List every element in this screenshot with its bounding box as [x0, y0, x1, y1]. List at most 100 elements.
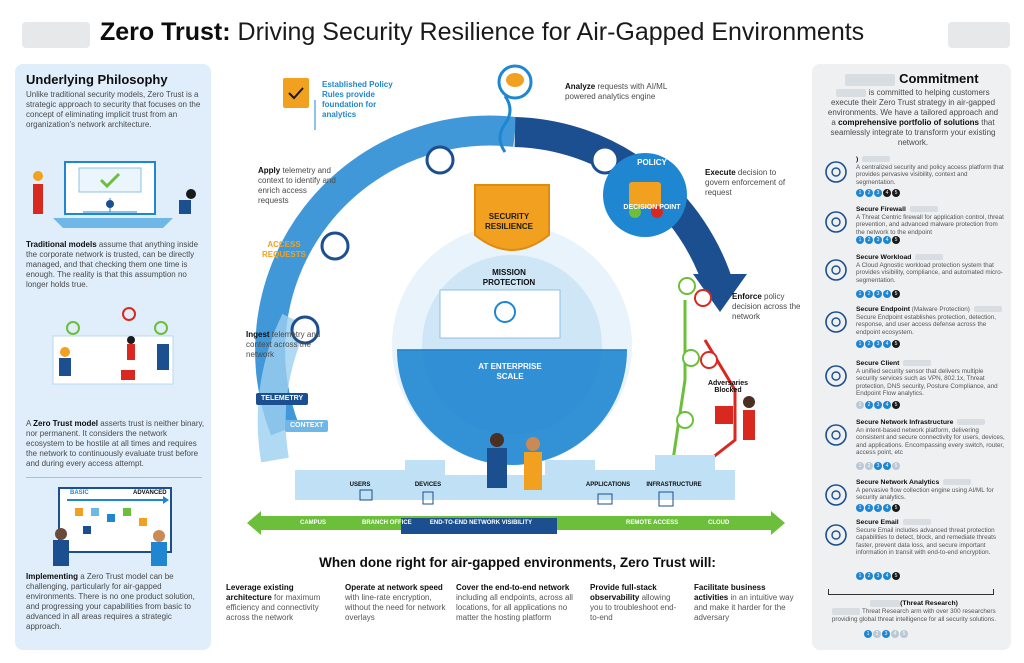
- benefits-title: When done right for air-gapped environme…: [319, 555, 716, 570]
- rating-dot: 3: [874, 504, 882, 512]
- zero-trust-cycle-diagram: [247, 64, 785, 535]
- rating-dot: 5: [892, 290, 900, 298]
- blocked-path: [702, 339, 737, 467]
- logo-redacted-right: [948, 22, 1010, 48]
- implementing-text: Implementing a Zero Trust model can be c…: [26, 572, 195, 631]
- users-icon: [359, 489, 373, 501]
- rating-dot: 1: [856, 462, 864, 470]
- product-description: A Threat Centric firewall for applicatio…: [856, 213, 1004, 236]
- product-description: A unified security sensor that delivers …: [856, 367, 998, 398]
- cycle-arrow-head: [693, 274, 747, 312]
- page-title: Zero Trust: Driving Security Resilience …: [100, 18, 865, 46]
- email-icon: [824, 523, 848, 547]
- rating-dot: 3: [874, 236, 882, 244]
- product-description: A Cloud Agnostic workload protection sys…: [856, 261, 1003, 284]
- threat-research-block: (Threat Research) Threat Research arm wi…: [831, 600, 997, 623]
- apply-label: Apply telemetry and context to identify …: [258, 166, 336, 205]
- commitment-intro: is committed to helping customers execut…: [827, 88, 999, 147]
- refresh-icon-3: [425, 145, 455, 175]
- branch-office-label: BRANCH OFFICE: [362, 520, 412, 526]
- refresh-icon: [320, 231, 350, 261]
- access-requests-label: ACCESS REQUESTS: [261, 240, 306, 259]
- product-description: A centralized security and policy access…: [856, 163, 1004, 186]
- lock-icon: [629, 182, 661, 208]
- enterprise-scale-band: [397, 350, 627, 465]
- rating-dot: 4: [883, 290, 891, 298]
- rating-dot: 4: [883, 189, 891, 197]
- execute-label: Execute decision to govern enforcement o…: [705, 168, 786, 197]
- rating-dot: 2: [865, 189, 873, 197]
- product-description: An intent-based network platform, delive…: [856, 426, 1005, 457]
- rating-dot: 4: [883, 236, 891, 244]
- traditional-network-illustration: [33, 161, 196, 228]
- rating-dot: 2: [865, 572, 873, 580]
- campus-label: CAMPUS: [300, 520, 327, 526]
- established-policy-label: Established Policy Rules provide foundat…: [322, 80, 393, 119]
- analytics-icon: [824, 483, 848, 507]
- workload-icon: [824, 258, 848, 282]
- rating-dot: 5: [892, 340, 900, 348]
- rating-dot: 2: [865, 504, 873, 512]
- adversaries-blocked-label: Adversaries Blocked: [707, 380, 749, 394]
- allowed-path: [668, 300, 687, 481]
- rating-dot: 5: [892, 572, 900, 580]
- zero-trust-network-illustration: [52, 307, 174, 385]
- rating-dot: 4: [883, 572, 891, 580]
- users-label: USERS: [349, 482, 371, 488]
- enterprise-scale-label: AT ENTERPRISE SCALE: [478, 362, 542, 381]
- rating-dot: 5: [892, 401, 900, 409]
- firewall-icon: [824, 210, 848, 234]
- rating-dot: 4: [883, 401, 891, 409]
- analyze-label: Analyze requests with AI/ML powered anal…: [565, 82, 667, 101]
- rating-dot: 2: [865, 401, 873, 409]
- rating-dot: 2: [865, 236, 873, 244]
- e2e-visibility-label: END-TO-END NETWORK VISIBILITY: [429, 520, 533, 526]
- policy-notebook-icon: [283, 78, 309, 108]
- applications-icon: [597, 493, 613, 505]
- rating-dot: 4: [883, 340, 891, 348]
- fingerprint-icon: [824, 160, 848, 184]
- cycle-arc-ingest: [257, 313, 308, 463]
- enforce-label: Enforce policy decision across the netwo…: [732, 292, 801, 321]
- decision-point-label: DECISION POINT: [623, 204, 681, 211]
- rating-dot: 1: [856, 290, 864, 298]
- zero-trust-model-text: A Zero Trust model asserts trust is neit…: [26, 419, 205, 468]
- rating-dot: 3: [874, 401, 882, 409]
- benefit-4: Provide full-stack observability allowin…: [590, 583, 677, 622]
- rating-dot: 4: [883, 462, 891, 470]
- rating-dot: 2: [865, 462, 873, 470]
- infrastructure-icon: [658, 491, 674, 507]
- product-name: Secure Network Analytics: [856, 479, 940, 486]
- product-name: Secure Client: [856, 360, 900, 367]
- rating-dot: 2: [865, 290, 873, 298]
- product-item: )A centralized security and policy acces…: [856, 156, 1006, 186]
- blocked-terminal-icon: [715, 406, 733, 424]
- security-resilience-label: SECURITY RESILIENCE: [484, 212, 533, 231]
- rating-dot: 3: [874, 572, 882, 580]
- rating-dot: 1: [856, 236, 864, 244]
- rating-dot: 2: [865, 340, 873, 348]
- telemetry-tag: TELEMETRY: [256, 393, 309, 405]
- benefit-1: Leverage existing architecture for maxim…: [226, 583, 321, 622]
- traditional-models-text: Traditional models assume that anything …: [26, 240, 199, 289]
- product-description: A pervasive flow collection engine using…: [856, 486, 994, 502]
- rating-dot: 3: [874, 340, 882, 348]
- city-skyline: [295, 455, 735, 500]
- ingest-label: Ingest telemetry and context across the …: [246, 330, 321, 359]
- rating-dot: 1: [856, 504, 864, 512]
- product-description: Secure Email includes advanced threat pr…: [856, 526, 997, 557]
- remote-access-label: REMOTE ACCESS: [626, 520, 679, 526]
